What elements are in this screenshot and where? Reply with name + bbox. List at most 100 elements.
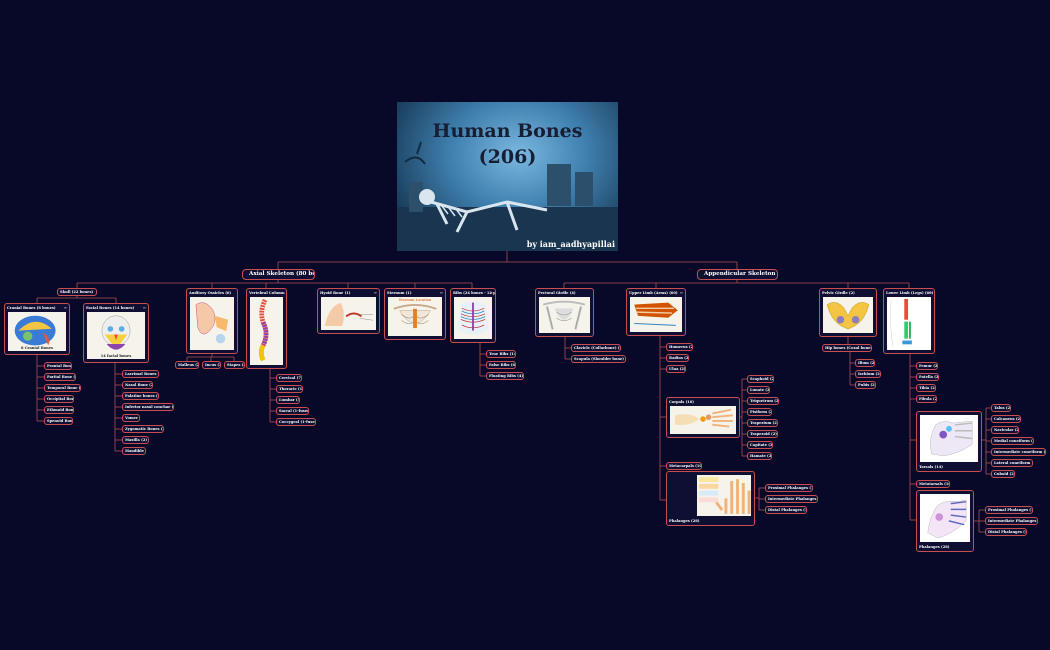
cranial-item[interactable]: Frontal Bone [44,362,72,370]
ribs-card[interactable]: Ribs (24 bones - 12 pairs) ≡ [450,288,496,343]
rib-item[interactable]: False Ribs (6) [486,361,516,369]
sternum-card[interactable]: Sternum (1) ≡ Sternum Location [384,288,446,340]
metatarsals-node[interactable]: Metatarsals (10) [916,480,950,488]
foot-phalanges-image [920,494,970,542]
facial-item[interactable]: Nasal Bone (2) [122,381,153,389]
pectoral-item[interactable]: Clavicle (Collarbone) (2) [571,344,621,352]
carpal-item[interactable]: Lunate (2) [747,386,770,394]
carpals-card[interactable]: Carpals (16) [666,397,740,438]
cranial-item[interactable]: Ethmoid Bone [44,406,74,414]
lower-limb-item[interactable]: Femur (2) [916,362,938,370]
pectoral-girdle-label: Pectoral Girdle (4) [538,291,576,295]
lower-limb-item[interactable]: Fibula (2) [916,395,937,403]
hip-bone-item[interactable]: Ischium (2) [855,370,881,378]
hyoid-bone-card[interactable]: Hyoid Bone (1) ≡ [317,288,380,334]
tarsal-item[interactable]: Calcaneus (2) [991,415,1021,423]
skeleton-illustration [397,141,618,251]
cranial-bones-caption: 8 Cranial Bones [20,346,54,350]
tarsal-item[interactable]: Navicular (2) [991,426,1019,434]
tarsal-item[interactable]: Cuboid (2) [991,470,1015,478]
upper-limb-card[interactable]: Upper Limb (Arms) (60) ≡ [626,288,686,336]
carpal-item[interactable]: Trapezoid (2) [747,430,778,438]
hip-bone-item[interactable]: Ilium (2) [855,359,875,367]
upper-limb-item[interactable]: Radius (2) [666,354,689,362]
cranial-bones-image: 8 Cranial Bones [8,312,66,351]
lower-limb-item[interactable]: Patella (2) [916,373,939,381]
cranial-bones-label: Cranial Bones (8 bones) [7,306,56,310]
facial-item[interactable]: Palatine bones (2) [122,392,159,400]
tarsal-item[interactable]: Intermediate cuneiform (2) [991,448,1046,456]
hyoid-bone-label: Hyoid Bone (1) [320,291,351,295]
rib-item[interactable]: Floating Ribs (4) [486,372,524,380]
foot-phalanx-item[interactable]: Intermediate Phalanges (8) [985,517,1038,525]
vertebra-item[interactable]: Cervical (7) [276,374,302,382]
lower-limb-item[interactable]: Tibia (2) [916,384,936,392]
facial-item[interactable]: Vomer [122,414,140,422]
vertebral-column-card[interactable]: Vertebral Column [246,288,287,369]
root-byline: by iam_aadhyapillai [526,239,615,249]
lower-limb-label: Lower Limb (Legs) (60) [886,291,934,295]
arm-image [630,297,682,332]
ribs-image [454,297,492,339]
foot-phalanges-card[interactable]: Phalanges (28) [916,490,974,552]
cranial-item[interactable]: Temporal Bone (2) [44,384,81,392]
note-icon: ≡ [439,290,443,295]
hip-bones-node[interactable]: Hip bones (Coxal bones) [822,344,872,352]
vertebra-item[interactable]: Lumbar (5) [276,396,300,404]
axial-skeleton-node[interactable]: Axial Skeleton (80 bones) [242,269,315,280]
ossicle-item[interactable]: Incus (2) [202,361,221,369]
skull-node[interactable]: Skull (22 bones) [57,288,97,296]
facial-item[interactable]: Maxilla (2) [122,436,149,444]
facial-item[interactable]: Lacrimal Bones (2) [122,370,159,378]
ossicle-item[interactable]: Malleus (2) [175,361,199,369]
ossicle-item[interactable]: Stapes (2) [224,361,245,369]
auditory-ossicles-card[interactable]: Auditory Ossicles (6) [186,288,238,354]
vertebra-item[interactable]: Sacral (1-fused) [276,407,309,415]
facial-item[interactable]: Inferior nasal conchae (2) [122,403,174,411]
wrist-image [670,406,736,434]
carpal-item[interactable]: Hamate (2) [747,452,772,460]
carpal-item[interactable]: Triquetrum (2) [747,397,779,405]
pelvic-girdle-card[interactable]: Pelvic Girdle (2) [819,288,877,337]
cranial-bones-card[interactable]: Cranial Bones (8 bones) ≡ 8 Cranial Bone… [4,303,70,355]
hand-phalanx-item[interactable]: Proximal Phalanges (10) [765,484,813,492]
cranial-item[interactable]: Occipital Bone [44,395,74,403]
carpal-item[interactable]: Trapezium (2) [747,419,778,427]
cranial-item[interactable]: Spenoid Bone [44,417,73,425]
tarsal-item[interactable]: Talus (2) [991,404,1011,412]
note-icon: ≡ [928,290,932,295]
cranial-item[interactable]: Parital Bone (2) [44,373,76,381]
facial-item[interactable]: Zygomatic Bones (2) [122,425,164,433]
tarsal-item[interactable]: Medial cuneiform (2) [991,437,1034,445]
hand-phalanx-item[interactable]: Intermediate Phalanges (8) [765,495,818,503]
hand-phalanx-item[interactable]: Distal Phalanges (10) [765,506,807,514]
root-topic-image[interactable]: Human Bones (206) by iam_aadhyapillai [397,102,618,251]
tarsal-item[interactable]: Lateral cuneiform (2) [991,459,1033,467]
facial-item[interactable]: Mandible [122,447,146,455]
upper-limb-item[interactable]: Ulna (2) [666,365,686,373]
upper-limb-item[interactable]: Humerus (2) [666,343,693,351]
pectoral-image [539,297,590,333]
root-title-line1: Human Bones [432,120,583,142]
facial-bones-image: 14 facial bones [87,312,145,359]
vertebra-item[interactable]: Coccygeal (1-fused) [276,418,316,426]
carpal-item[interactable]: Pisiform (2) [747,408,772,416]
facial-bones-card[interactable]: Facial Bones (14 bones) ≡ 14 facial bone… [83,303,149,363]
foot-phalanx-item[interactable]: Distal Phalanges (10) [985,528,1027,536]
rib-item[interactable]: True Ribs (14) [486,350,516,358]
ossicles-image [190,297,234,350]
carpal-item[interactable]: Scaphoid (2) [747,375,774,383]
hand-phalanges-card[interactable]: Phalanges (28) [666,471,755,526]
carpal-item[interactable]: Capitate (2) [747,441,773,449]
vertebra-item[interactable]: Thoracic (12) [276,385,303,393]
appendicular-skeleton-node[interactable]: Appendicular Skeleton (126) [697,269,778,280]
lower-limb-card[interactable]: Lower Limb (Legs) (60) ≡ [883,288,935,354]
foot-phalanx-item[interactable]: Proximal Phalanges (10) [985,506,1033,514]
metacarpals-node[interactable]: Metacarpals (10) [666,462,702,470]
note-icon: ≡ [489,290,493,295]
tarsals-card[interactable]: Tarsals (14) [916,411,982,472]
vertebral-column-label: Vertebral Column [249,291,285,295]
hip-bone-item[interactable]: Pubis (2) [855,381,876,389]
pectoral-item[interactable]: Scapula (Shoulder bone) (2) [571,355,626,363]
pectoral-girdle-card[interactable]: Pectoral Girdle (4) [535,288,594,337]
